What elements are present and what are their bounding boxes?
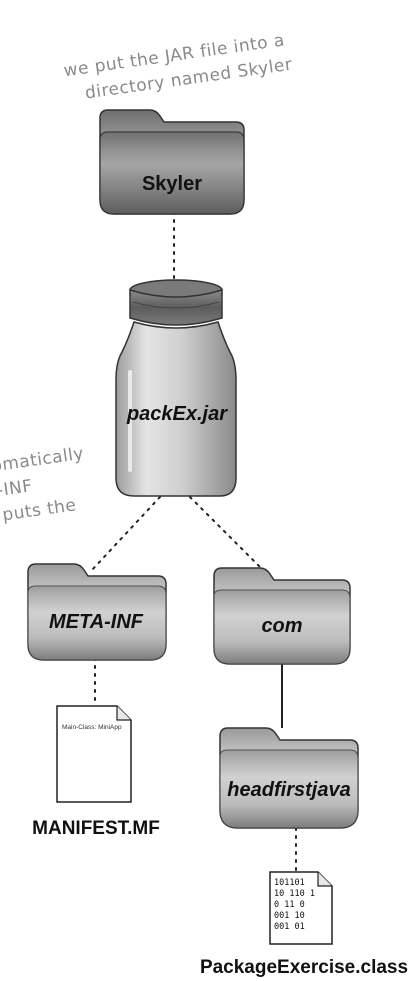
manifest-caption: MANIFEST.MF (32, 818, 160, 839)
left-note: omatically -INF puts the (0, 444, 85, 526)
folder-skyler: Skyler (99, 109, 245, 215)
folder-com-front (213, 589, 351, 665)
folder-meta-inf-label: META-INF (49, 611, 144, 633)
folder-headfirstjava: headfirstjava (219, 727, 359, 829)
jar-lid-groove (132, 301, 220, 309)
connector-jar-meta-inf (91, 496, 161, 571)
class-caption: PackageExercise.class (200, 957, 408, 978)
class-line-1: 101101 (274, 878, 305, 888)
manifest-page (56, 705, 132, 803)
left-note-line-1: omatically (0, 444, 85, 477)
class-line-2: 10 110 1 (274, 889, 315, 899)
top-note: we put the JAR file into a directory nam… (62, 30, 293, 103)
folder-skyler-front (99, 131, 245, 215)
folder-meta-inf: META-INF (27, 563, 167, 661)
folder-com-label: com (261, 615, 302, 637)
folder-com: com (213, 567, 351, 665)
manifest-page-fold (116, 706, 131, 721)
manifest-content: Main-Class: MiniApp (62, 724, 122, 731)
left-note-line-3: puts the (1, 495, 77, 525)
jar-label: packEx.jar (126, 403, 228, 425)
connectors (91, 211, 297, 871)
folder-headfirstjava-front (219, 749, 359, 829)
jar-packex: packEx.jar (115, 279, 237, 497)
class-line-4: 001 10 (274, 911, 305, 921)
class-line-3: 0 11 0 (274, 900, 305, 910)
folder-headfirstjava-label: headfirstjava (227, 779, 350, 801)
folder-meta-inf-front (27, 585, 167, 661)
class-page-fold (317, 872, 332, 887)
left-note-line-2: -INF (0, 476, 34, 501)
connector-jar-com (189, 496, 269, 576)
class-page (269, 871, 333, 945)
folder-skyler-label: Skyler (142, 173, 202, 195)
file-manifest: Main-Class: MiniApp MANIFEST.MF (32, 705, 160, 839)
jar-body (115, 321, 237, 497)
class-line-5: 001 01 (274, 922, 305, 932)
file-package-exercise: 101101 10 110 1 0 11 0 001 10 001 01 Pac… (200, 871, 408, 978)
